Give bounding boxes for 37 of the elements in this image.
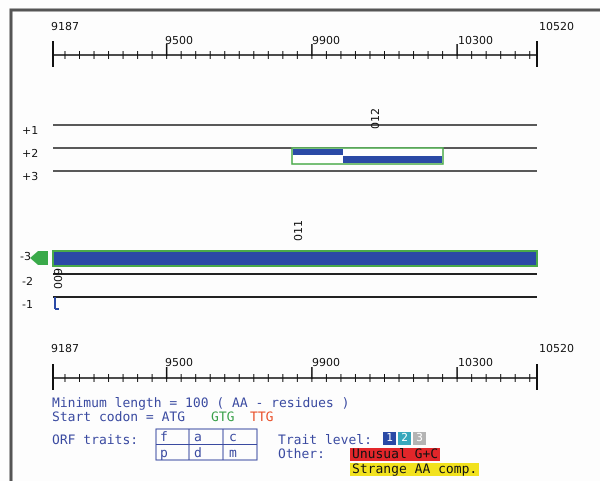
trait-level-swatch: 3 (413, 432, 426, 445)
orf-feature: 009 (50, 266, 66, 310)
axis-tick-label: 9187 (51, 343, 79, 354)
field-label: ORF traits: (52, 434, 138, 447)
table-cell: p (160, 447, 168, 460)
axis-tick-label: 9900 (312, 357, 340, 368)
axis-tick-label: 9500 (165, 357, 193, 368)
info-text: GTG (211, 411, 234, 424)
axis-tick-label: 10520 (539, 21, 574, 32)
table-cell: a (194, 431, 202, 444)
axis-tick-label: 10300 (458, 35, 493, 46)
table-cell: f (160, 431, 168, 444)
info-text: TTG (250, 411, 274, 424)
orf-feature: 012 (290, 106, 446, 166)
field-label: Trait level: (278, 434, 372, 447)
table-cell: c (229, 431, 237, 444)
axis-tick-label: 9900 (312, 35, 340, 46)
legend-swatch: Unusual G+C (350, 448, 440, 461)
reading-frame-label: -2 (22, 276, 33, 287)
info-text: Minimum length = 100 ( AA - residues ) (52, 397, 350, 410)
axis-tick-label: 10300 (458, 357, 493, 368)
reading-frame-label: +1 (22, 125, 38, 136)
reading-frame-label: -1 (22, 299, 33, 310)
trait-level-swatch: 2 (398, 432, 411, 445)
info-text: Start codon = ATG (52, 411, 186, 424)
table-cell: d (194, 447, 202, 460)
axis-tick-label: 10520 (539, 343, 574, 354)
reading-frame-label: +3 (22, 171, 38, 182)
axis-tick-label: 9187 (51, 21, 79, 32)
trait-level-swatch: 1 (383, 432, 396, 445)
reading-frame-label: -3 (20, 251, 31, 262)
field-label: Other: (278, 448, 325, 461)
axis-tick-label: 9500 (165, 35, 193, 46)
reading-frame-label: +2 (22, 148, 38, 159)
orf-feature: 011 (30, 220, 539, 268)
legend-swatch: Strange AA comp. (350, 463, 480, 476)
table-cell: m (229, 447, 237, 460)
